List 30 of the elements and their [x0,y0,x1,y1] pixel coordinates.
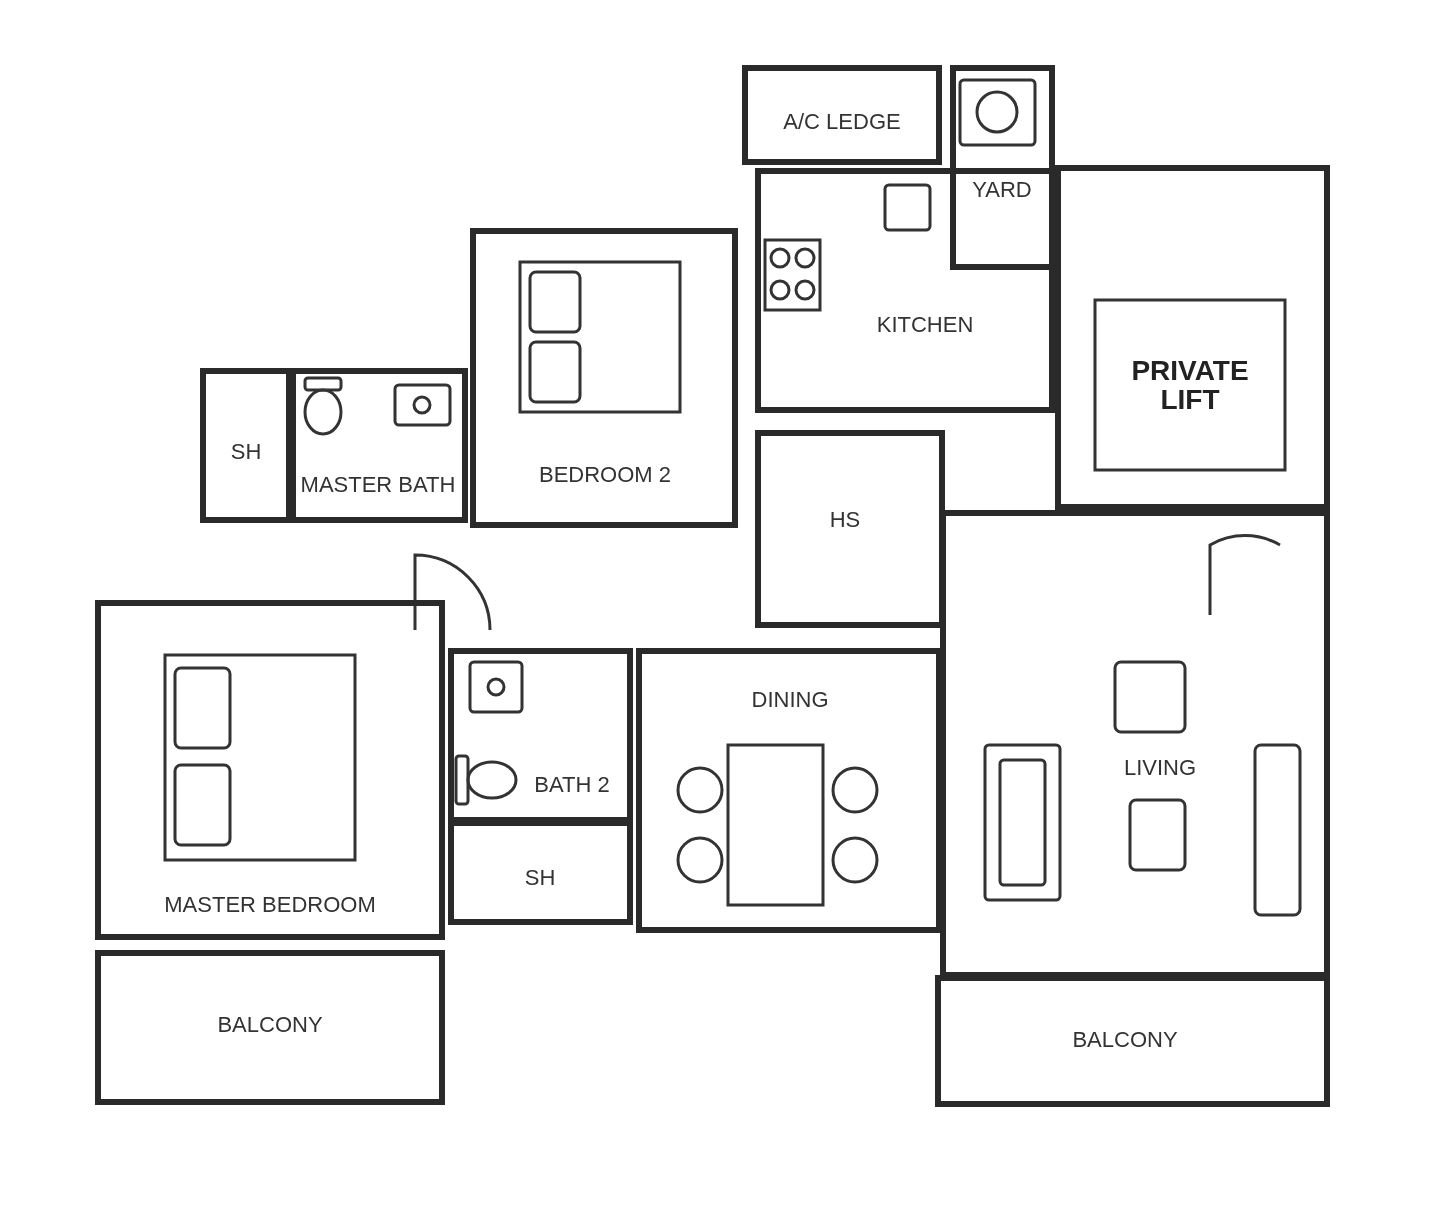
room-label: A/C LEDGE [783,109,901,135]
room-label: KITCHEN [876,312,974,338]
room-label: MASTER BATH [300,472,456,498]
room-outline [935,975,1330,1107]
room-label: SH [230,439,262,465]
room-label: DINING [751,687,829,713]
room-outline [448,820,633,925]
room-label: BALCONY [1072,1027,1178,1053]
room-outline [755,430,945,628]
room-outline [742,65,942,165]
room-outline [448,648,633,823]
room-outline [470,228,738,528]
room-label: SH [524,865,556,891]
room-outline [200,368,292,523]
room-label: LIVING [1123,755,1197,781]
room-label: BEDROOM 2 [539,462,671,488]
room-outline [755,168,1055,413]
room-outline [940,510,1330,978]
room-label: PRIVATE LIFT [1130,355,1250,415]
room-outline [95,950,445,1105]
room-outline [636,648,942,933]
room-outline [95,600,445,940]
room-outline [290,368,468,523]
room-outline [1055,165,1330,510]
room-label: MASTER BEDROOM [164,892,376,918]
room-label: BALCONY [217,1012,323,1038]
room-label: HS [829,507,861,533]
room-label: YARD [972,177,1032,203]
room-label: BATH 2 [534,772,610,798]
room-outline [950,65,1055,270]
